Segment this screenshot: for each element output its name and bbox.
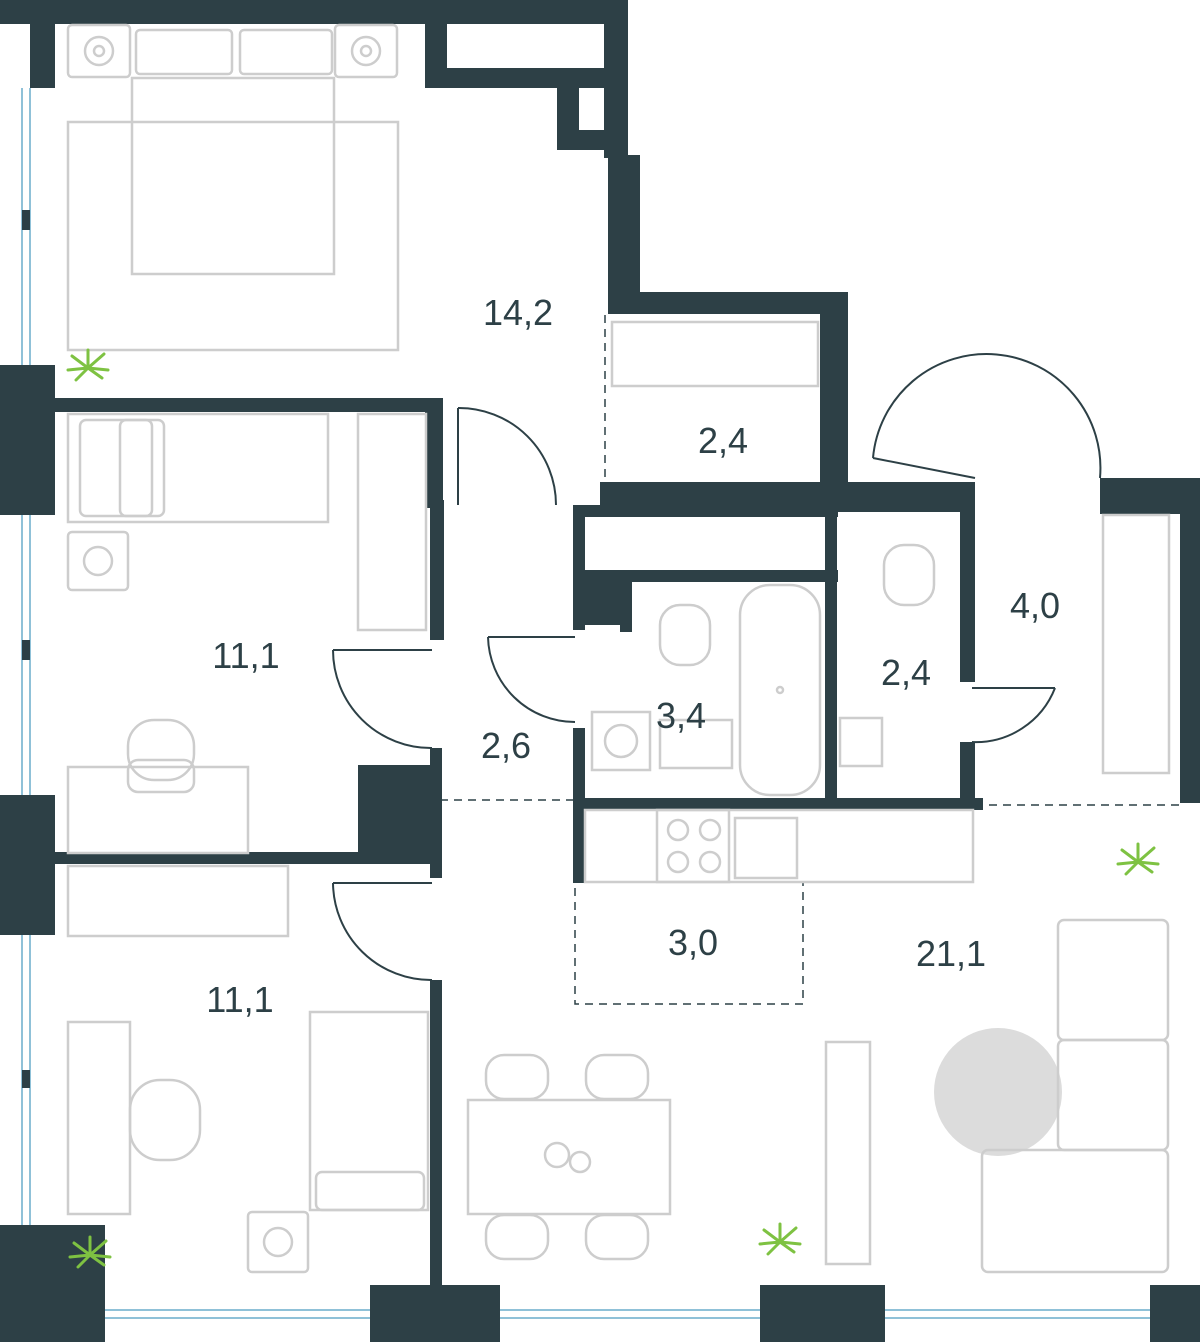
area-entry: 4,0 — [1010, 585, 1060, 626]
area-labels: 14,2 2,4 11,1 2,6 3,4 2,4 4,0 3,0 21,1 1… — [206, 292, 1060, 1020]
area-storage-1: 2,4 — [698, 420, 748, 461]
area-kitchen: 3,0 — [668, 922, 718, 963]
area-bedroom-2: 11,1 — [212, 635, 279, 676]
area-bedroom-3: 11,1 — [206, 979, 273, 1020]
area-bathroom: 3,4 — [656, 695, 706, 736]
plants — [66, 348, 1160, 1269]
area-bedroom-1: 14,2 — [483, 292, 553, 333]
doors — [332, 353, 1102, 982]
area-living: 21,1 — [916, 933, 986, 974]
furniture — [66, 23, 1171, 1274]
area-toilet: 2,4 — [881, 652, 931, 693]
area-hallway: 2,6 — [481, 725, 531, 766]
room-boundaries — [440, 315, 1180, 1005]
